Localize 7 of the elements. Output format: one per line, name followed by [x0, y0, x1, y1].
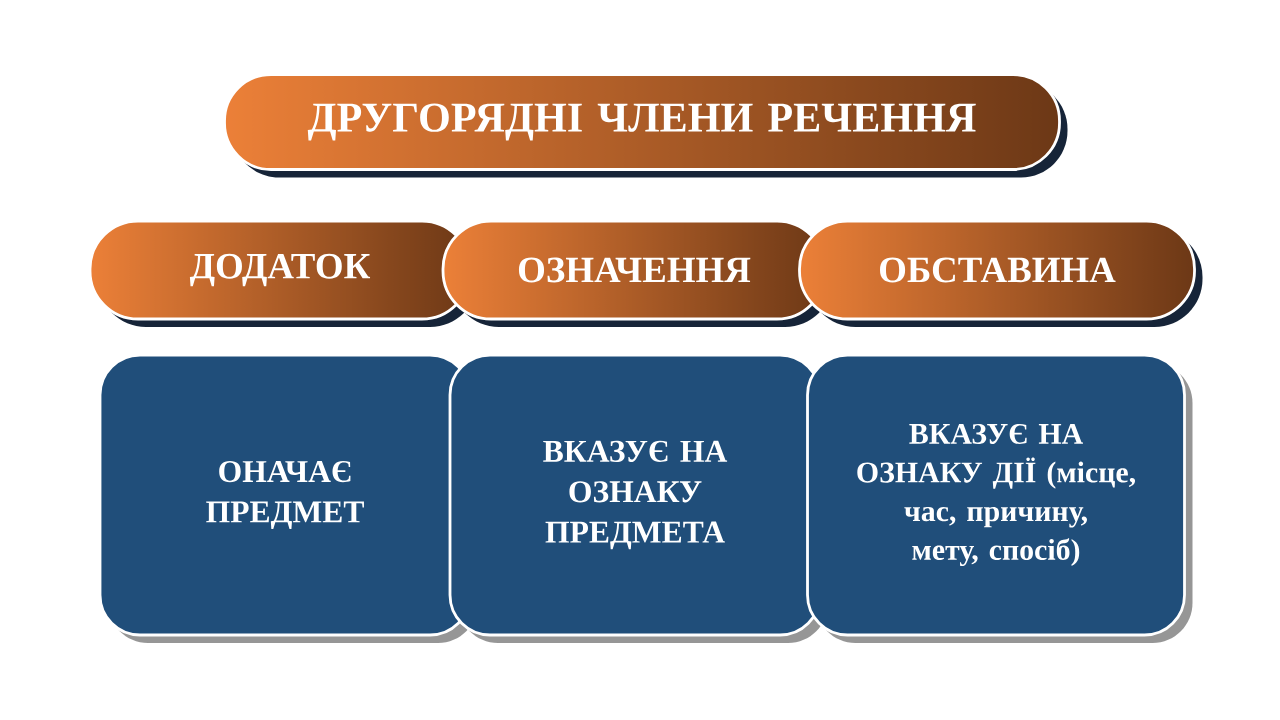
description-card: ВКАЗУЄ НА ОЗНАКУ ДІЇ (місце, час, причину, мету, спосіб) — [806, 353, 1193, 643]
category-pill: ОБСТАВИНА — [798, 219, 1203, 327]
heading-pill: ДРУГОРЯДНІ ЧЛЕНИ РЕЧЕННЯ — [223, 73, 1068, 178]
description-card: ВКАЗУЄ НА ОЗНАКУ ПРЕДМЕТА — [448, 353, 828, 643]
category-pill: ОЗНАЧЕННЯ — [441, 219, 833, 327]
category-pill: ДОДАТОК — [88, 219, 478, 327]
description-card: ОНАЧАЄ ПРЕДМЕТ — [98, 353, 478, 643]
